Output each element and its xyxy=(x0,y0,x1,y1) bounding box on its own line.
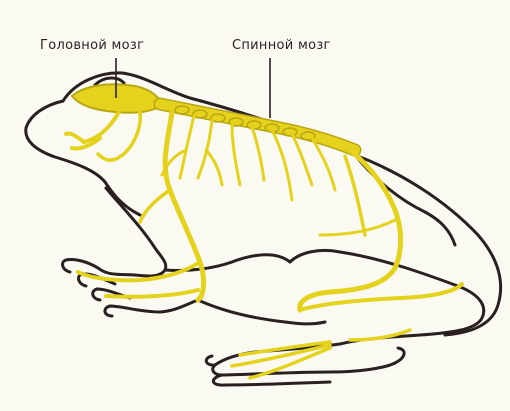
sciatic-nerve-branch xyxy=(345,156,365,235)
ganglion xyxy=(175,106,189,114)
cranial-nerve xyxy=(66,110,120,148)
nervous-system xyxy=(66,84,462,378)
trunk-nerve xyxy=(198,120,222,185)
snout-outline xyxy=(26,101,140,215)
belly-outline xyxy=(165,255,290,271)
sciatic-nerve-branch xyxy=(300,284,462,310)
trunk-nerve xyxy=(292,134,312,185)
spinal-cord-label: Спинной мозг xyxy=(232,38,331,54)
trunk-nerve xyxy=(252,127,264,180)
trunk-nerve xyxy=(232,124,240,185)
ganglion xyxy=(247,121,261,129)
fingers-outline xyxy=(63,259,198,316)
brain-label: Головной мозг xyxy=(40,38,144,54)
arm-nerve-branch xyxy=(78,262,200,280)
arm-nerve-branch xyxy=(140,190,170,222)
ganglion xyxy=(283,128,297,136)
lower-leg-outline xyxy=(198,300,325,324)
sciatic-nerve-branch xyxy=(320,220,395,235)
cranial-nerve xyxy=(98,112,140,160)
trunk-nerve xyxy=(272,130,292,200)
brain-shape xyxy=(72,84,162,112)
